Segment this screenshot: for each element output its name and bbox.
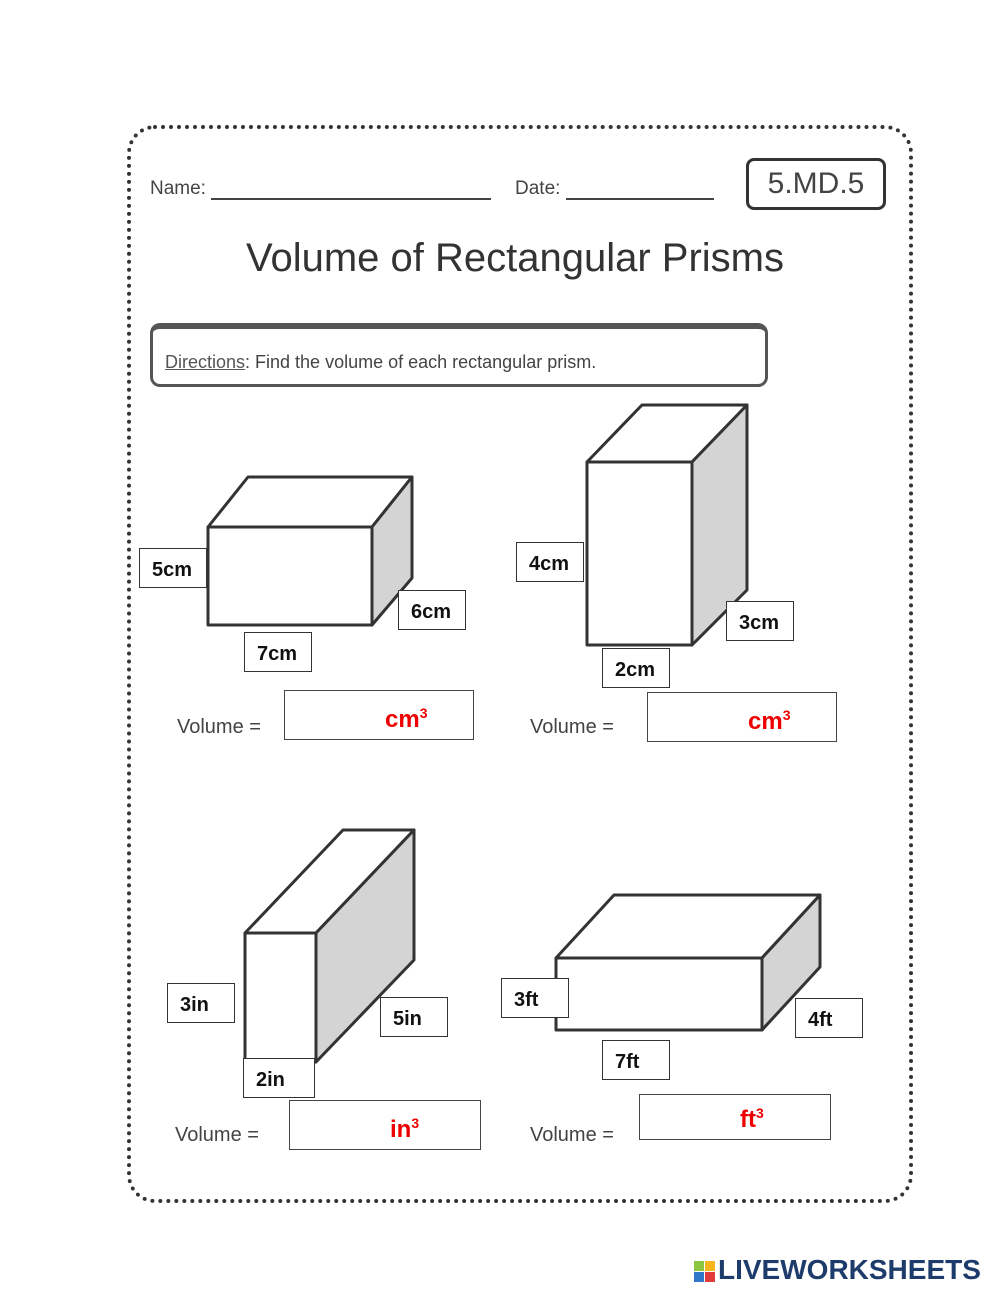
dimension-label: 7cm	[244, 632, 312, 672]
answer-input-3[interactable]: in3	[289, 1100, 481, 1150]
name-field: Name:	[150, 178, 492, 200]
volume-label: Volume =	[175, 1124, 259, 1146]
dotted-border	[127, 125, 913, 1203]
volume-label: Volume =	[177, 716, 261, 738]
prism-3	[243, 828, 416, 1064]
prism-1	[206, 475, 414, 627]
volume-label: Volume =	[530, 716, 614, 738]
directions-box: Directions: Find the volume of each rect…	[150, 323, 768, 387]
name-label: Name:	[150, 178, 206, 199]
logo-icon	[694, 1261, 715, 1283]
unit-label: ft3	[740, 1105, 764, 1133]
unit-label: in3	[390, 1115, 420, 1143]
prism-2	[585, 403, 749, 647]
prism-4	[554, 893, 822, 1032]
date-field: Date:	[515, 178, 714, 200]
directions-label: Directions	[165, 352, 246, 372]
dimension-label: 7ft	[602, 1040, 670, 1080]
unit-label: cm3	[385, 705, 428, 733]
dimension-label: 3cm	[726, 601, 794, 641]
date-label: Date:	[515, 178, 561, 199]
dimension-label: 2in	[243, 1058, 315, 1098]
standard-code: 5.MD.5	[746, 158, 886, 210]
unit-label: cm3	[748, 707, 791, 735]
dimension-label: 6cm	[398, 590, 466, 630]
directions-text: : Find the volume of each rectangular pr…	[245, 352, 597, 372]
answer-input-1[interactable]: cm3	[284, 690, 474, 740]
volume-label: Volume =	[530, 1124, 614, 1146]
answer-input-4[interactable]: ft3	[639, 1094, 831, 1140]
dimension-label: 3ft	[501, 978, 569, 1018]
brand-text: LIVEWORKSHEETS	[718, 1254, 981, 1285]
liveworksheets-logo: LIVEWORKSHEETS	[694, 1253, 981, 1287]
answer-input-2[interactable]: cm3	[647, 692, 837, 742]
dimension-label: 5cm	[139, 548, 207, 588]
dimension-label: 4ft	[795, 998, 863, 1038]
dimension-label: 5in	[380, 997, 448, 1037]
dimension-label: 3in	[167, 983, 235, 1023]
dimension-label: 4cm	[516, 542, 584, 582]
dimension-label: 2cm	[602, 648, 670, 688]
page-title: Volume of Rectangular Prisms	[245, 236, 784, 280]
